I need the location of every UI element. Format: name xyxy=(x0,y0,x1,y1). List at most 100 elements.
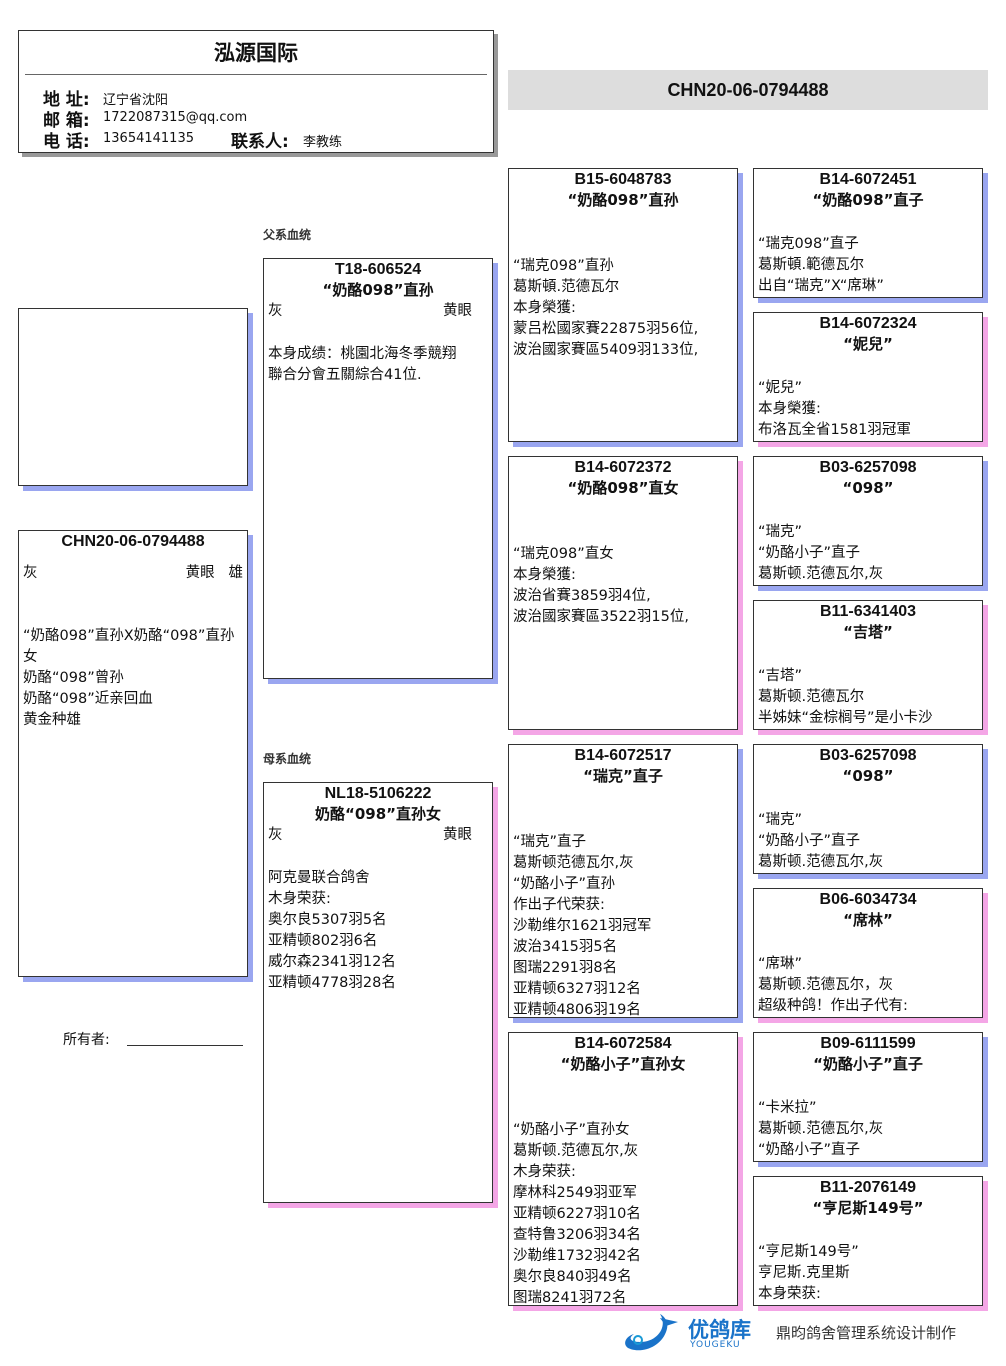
note-line: 葛斯頓.範德瓦尔 xyxy=(758,257,865,273)
note-line: 查特鲁3206羽34名 xyxy=(513,1227,641,1243)
subject-note-line: “奶酪098”直孙X奶酪“098”直孙 xyxy=(23,628,235,644)
owner-signature-line[interactable] xyxy=(127,1045,243,1046)
note-line: 出自“瑞克”X“席琳” xyxy=(758,278,884,294)
note-line: 葛斯顿.范德瓦尔,灰 xyxy=(758,566,884,582)
ring-number: B09-6111599 xyxy=(820,1035,916,1052)
dam-note-line: 奥尔良5307羽5名 xyxy=(268,912,387,928)
bird-name: “亨尼斯149号” xyxy=(812,1199,924,1217)
subject-card: CHN20-06-0794488 灰 黄眼 雄 “奶酪098”直孙X奶酪“098… xyxy=(18,530,248,977)
email-label: 邮 箱: xyxy=(43,111,90,131)
bird-notes: “亨尼斯149号”亨尼斯.克里斯本身荣获: xyxy=(754,1242,982,1305)
ring-number: B14-6072451 xyxy=(819,171,917,188)
note-line: 半姊妹“金棕榈号”是小卡沙 xyxy=(758,710,933,726)
note-line: 摩林科2549羽亚军 xyxy=(513,1185,637,1201)
note-line: 本身榮獲: xyxy=(758,401,821,417)
great-grandparent-card: B14-6072324 “妮兒” “妮兒”本身榮獲:布洛瓦全省1581羽冠軍 xyxy=(753,312,983,442)
ring-number: B03-6257098 xyxy=(819,459,917,476)
bird-notes: “妮兒”本身榮獲:布洛瓦全省1581羽冠軍 xyxy=(754,378,982,441)
grandparent-card: B14-6072517“瑞克”直子“瑞克”直子葛斯顿范德瓦尔,灰“奶酪小子”直孙… xyxy=(508,744,738,1018)
note-line: “奶酪小子”直子 xyxy=(758,545,861,561)
sire-notes: 本身成绩：桃園北海冬季競翔聯合分會五關綜合41位. xyxy=(264,344,492,386)
sire-color: 灰 xyxy=(268,303,283,319)
dam-ring: NL18-5106222 xyxy=(324,785,432,802)
great-grandparent-card: B06-6034734“席林”“席琳”葛斯顿.范德瓦尔，灰超级种鸽！作出子代有: xyxy=(753,888,983,1018)
credit-text: 鼎昀鸽舍管理系统设计制作 xyxy=(776,1324,957,1342)
grandparent-card: B14-6072584“奶酪小子”直孙女“奶酪小子”直孙女葛斯顿.范德瓦尔,灰木… xyxy=(508,1032,738,1306)
ring-number: B14-6072324 xyxy=(819,315,917,332)
great-grandparent-card: B14-6072451“奶酪098”直子“瑞克098”直子葛斯頓.範德瓦尔出自“… xyxy=(753,168,983,298)
subject-ring: CHN20-06-0794488 xyxy=(61,533,205,550)
bird-notes: “吉塔”葛斯顿.范德瓦尔半姊妹“金棕榈号”是小卡沙 xyxy=(754,666,982,729)
note-line: 作出子代荣获: xyxy=(513,897,605,913)
great-grandparent-card: B11-6341403“吉塔”“吉塔”葛斯顿.范德瓦尔半姊妹“金棕榈号”是小卡沙 xyxy=(753,600,983,730)
ring-number: B14-6072584 xyxy=(574,1035,672,1052)
note-line: 葛斯顿.范德瓦尔,灰 xyxy=(758,1121,884,1137)
note-line: “瑞克098”直孙 xyxy=(513,258,614,274)
subject-eye: 黄眼 xyxy=(185,565,215,581)
bird-name: “奶酪小子”直子 xyxy=(813,1055,923,1073)
ring-number: B06-6034734 xyxy=(819,891,917,908)
contact-value: 李教练 xyxy=(303,135,343,150)
note-line: 亚精顿6227羽10名 xyxy=(513,1206,641,1222)
note-line: 本身荣获: xyxy=(758,1286,821,1302)
grandparent-card: B14-6072372“奶酪098”直女“瑞克098”直女本身榮獲:波治省賽38… xyxy=(508,456,738,730)
bird-notes: “席琳”葛斯顿.范德瓦尔，灰超级种鸽！作出子代有: xyxy=(754,954,982,1017)
subject-note-line: 黄金种雄 xyxy=(23,712,81,728)
note-line: 波治省賽3859羽4位, xyxy=(513,588,651,604)
note-line: “奶酪小子”直孙 xyxy=(513,876,616,892)
yougeku-logo: 优鸽库 YOUGEKU xyxy=(620,1312,770,1354)
bird-name: “吉塔” xyxy=(843,623,893,641)
contact-label: 联系人: xyxy=(231,132,289,152)
note-line: “奶酪小子”直子 xyxy=(758,833,861,849)
note-line: 木身荣获: xyxy=(513,1164,576,1180)
bird-notes: “瑞克098”直孙葛斯頓.范德瓦尔本身榮獲:蒙吕松國家賽22875羽56位,波治… xyxy=(509,256,737,361)
logo-text: 优鸽库 xyxy=(688,1318,751,1342)
dam-eye: 黄眼 xyxy=(443,827,472,843)
dam-note-line: 亚精顿4778羽28名 xyxy=(268,975,396,991)
great-grandparent-card: B03-6257098“098”“瑞克”“奶酪小子”直子葛斯顿.范德瓦尔,灰 xyxy=(753,744,983,874)
note-line: 图瑞8241羽72名 xyxy=(513,1290,627,1306)
ring-number: B14-6072517 xyxy=(574,747,672,764)
bird-name: “妮兒” xyxy=(843,335,893,353)
bird-name: “奶酪小子”直孙女 xyxy=(560,1055,686,1073)
dam-note-line: 阿克曼联合鸽舍 xyxy=(268,870,370,886)
note-line: “瑞克098”直子 xyxy=(758,236,859,252)
grandparent-card: B15-6048783“奶酪098”直孙“瑞克098”直孙葛斯頓.范德瓦尔本身榮… xyxy=(508,168,738,442)
note-line: “奶酪小子”直子 xyxy=(758,1142,861,1158)
phone-value: 13654141135 xyxy=(103,131,194,146)
note-line: 图瑞2291羽8名 xyxy=(513,960,618,976)
email-value: 1722087315@qq.com xyxy=(103,110,248,125)
note-line: 蒙吕松國家賽22875羽56位, xyxy=(513,321,699,337)
bird-notes: “奶酪小子”直孙女葛斯顿.范德瓦尔,灰木身荣获:摩林科2549羽亚军亚精顿622… xyxy=(509,1120,737,1306)
subject-notes: “奶酪098”直孙X奶酪“098”直孙女奶酪“098”曾孙奶酪“098”近亲回血… xyxy=(19,626,247,731)
sire-note-line: 本身成绩：桃園北海冬季競翔 xyxy=(268,346,457,362)
dam-note-line: 亚精顿802羽6名 xyxy=(268,933,378,949)
dam-note-line: 木身荣获: xyxy=(268,891,331,907)
note-line: “席琳” xyxy=(758,956,803,972)
ring-number: B11-2076149 xyxy=(819,1179,917,1196)
dam-card: NL18-5106222 奶酪“098”直孙女灰 黄眼阿克曼联合鸽舍木身荣获: 奥尔良… xyxy=(263,782,493,1203)
note-line: 葛斯頓.范德瓦尔 xyxy=(513,279,620,295)
note-line: “亨尼斯149号” xyxy=(758,1244,859,1260)
great-grandparent-card: B09-6111599“奶酪小子”直子“卡米拉”葛斯顿.范德瓦尔,灰“奶酪小子”… xyxy=(753,1032,983,1162)
note-line: “吉塔” xyxy=(758,668,803,684)
dam-color: 灰 xyxy=(268,827,283,843)
great-grandparent-card: B11-2076149“亨尼斯149号”“亨尼斯149号”亨尼斯.克里斯本身荣获… xyxy=(753,1176,983,1306)
note-line: “瑞克098”直女 xyxy=(513,546,614,562)
photo-placeholder xyxy=(18,308,248,486)
ring-number: B14-6072372 xyxy=(574,459,672,476)
note-line: “瑞克” xyxy=(758,812,803,828)
dam-name: 奶酪“098”直孙女 xyxy=(314,805,442,823)
address-label: 地 址: xyxy=(43,90,90,110)
sire-ring: T18-606524 xyxy=(334,261,422,278)
loft-info-card: 泓源国际 地 址: 辽宁省沈阳 邮 箱: 1722087315@qq.com 电… xyxy=(18,30,494,153)
sire-name: “奶酪098”直孙 xyxy=(322,281,434,299)
note-line: 本身榮獲: xyxy=(513,567,576,583)
bird-notes: “卡米拉”葛斯顿.范德瓦尔,灰“奶酪小子”直子 xyxy=(754,1098,982,1161)
sire-card: T18-606524“奶酪098”直孙灰黄眼本身成绩：桃園北海冬季競翔聯合分會五… xyxy=(263,258,493,679)
phone-label: 电 话: xyxy=(43,132,90,152)
note-line: “瑞克” xyxy=(758,524,803,540)
dam-note-line: 威尔森2341羽12名 xyxy=(268,954,396,970)
dam-notes: 阿克曼联合鸽舍木身荣获: 奥尔良5307羽5名亚精顿802羽6名威尔森2341羽1… xyxy=(264,868,492,994)
